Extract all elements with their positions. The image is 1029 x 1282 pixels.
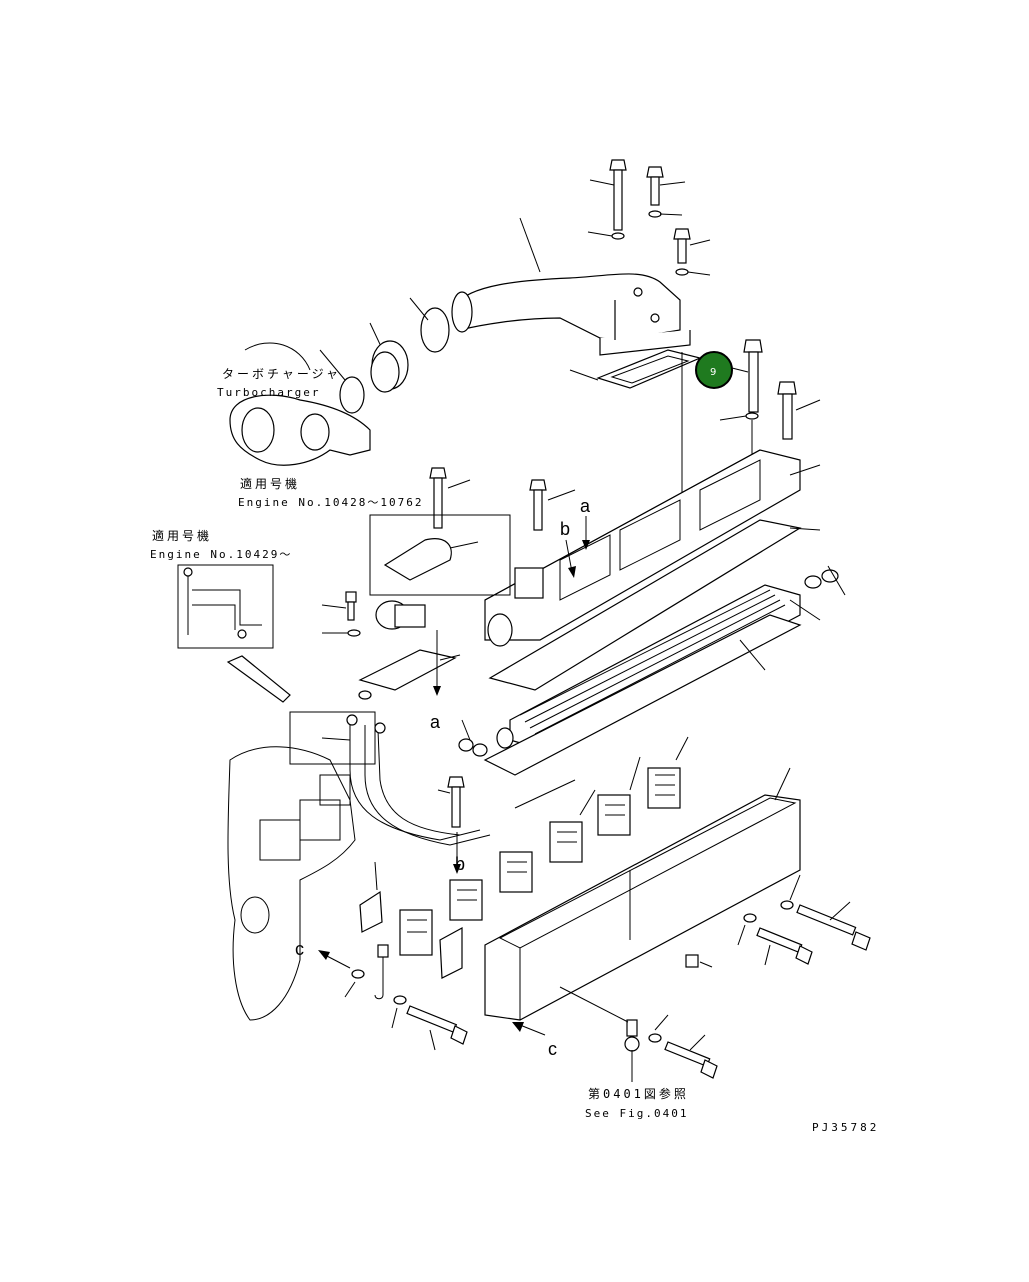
drain-plug bbox=[685, 954, 699, 968]
heater-gasket-1 bbox=[359, 890, 383, 933]
washer-9 bbox=[393, 995, 407, 1005]
bolt-bottom-3 bbox=[664, 1041, 718, 1079]
ref-b-top: b bbox=[560, 519, 570, 539]
o-ring-4 bbox=[472, 743, 488, 757]
variant-box-2 bbox=[177, 564, 274, 649]
intake-pipe bbox=[420, 273, 691, 356]
heater-5 bbox=[449, 879, 483, 921]
washer-10 bbox=[351, 969, 365, 979]
variant-box-1 bbox=[369, 514, 511, 596]
washer-1 bbox=[611, 232, 625, 240]
ref-a-bottom: a bbox=[430, 712, 441, 732]
marker-label: 9 bbox=[710, 367, 716, 378]
washer-3 bbox=[675, 268, 689, 276]
heat-shield bbox=[383, 538, 452, 581]
aftercooler-gasket bbox=[483, 614, 802, 776]
manifold-gasket bbox=[488, 519, 802, 691]
heater-4 bbox=[499, 851, 533, 893]
turbocharger bbox=[229, 342, 371, 466]
turbocharger-label-ja: ターボチャージャ bbox=[222, 367, 341, 381]
washer-8 bbox=[648, 1033, 662, 1043]
bolt-bottom-1 bbox=[796, 904, 871, 951]
o-ring-2 bbox=[821, 569, 839, 583]
long-bolt-2 bbox=[777, 381, 797, 440]
heater-gasket-2 bbox=[439, 926, 463, 979]
washer-5 bbox=[347, 629, 361, 637]
washer-7 bbox=[743, 913, 757, 923]
callout-marker[interactable]: 9 bbox=[695, 351, 733, 389]
ref-c-right: c bbox=[548, 1039, 557, 1059]
bolt-center bbox=[447, 776, 465, 828]
ref-b-bottom: b bbox=[455, 854, 465, 874]
bolt-top-1 bbox=[609, 159, 627, 231]
engine-block bbox=[227, 746, 356, 1021]
arrow-indicator bbox=[226, 655, 291, 703]
clip bbox=[358, 690, 372, 700]
o-ring-3 bbox=[458, 738, 474, 752]
elbow-gasket bbox=[596, 349, 702, 389]
bracket-plate bbox=[358, 649, 457, 691]
drawing-code: PJ35782 bbox=[812, 1121, 879, 1134]
long-bolt-1 bbox=[743, 339, 763, 413]
washer-6 bbox=[780, 900, 794, 910]
heater-6 bbox=[399, 909, 433, 956]
applicability-2-en: Engine No.10429～ bbox=[150, 548, 292, 561]
sensor-lower bbox=[374, 944, 389, 1000]
clamp bbox=[624, 1019, 640, 1052]
see-figure-en: See Fig.0401 bbox=[585, 1107, 688, 1120]
aftercooler-core bbox=[496, 584, 801, 751]
bolt-sensor bbox=[345, 591, 357, 621]
bolt-mid-2 bbox=[529, 479, 547, 531]
ref-c-left: c bbox=[295, 939, 304, 959]
aftercooler-housing bbox=[484, 794, 801, 1021]
see-figure-ja: 第0401図参照 bbox=[588, 1086, 689, 1101]
bolt-top-3 bbox=[673, 228, 691, 264]
hose-coupling bbox=[339, 340, 409, 414]
applicability-1-en: Engine No.10428～10762 bbox=[238, 496, 423, 509]
applicability-2-ja: 適用号機 bbox=[152, 528, 212, 543]
washer-4 bbox=[745, 412, 759, 420]
bolt-top-2 bbox=[646, 166, 664, 206]
washer-2 bbox=[648, 210, 662, 218]
bolt-bottom-4 bbox=[406, 1005, 468, 1045]
bolt-mid-1 bbox=[429, 467, 447, 529]
ref-a-top: a bbox=[580, 496, 591, 516]
heater-3 bbox=[549, 821, 583, 863]
wiring-box bbox=[289, 711, 376, 765]
intake-manifold bbox=[484, 449, 801, 647]
heater-1 bbox=[647, 767, 681, 809]
o-ring-1 bbox=[804, 575, 822, 589]
wire-harness-variant bbox=[183, 567, 262, 639]
applicability-1-ja: 適用号機 bbox=[240, 476, 300, 491]
sensor-assembly bbox=[375, 600, 426, 630]
turbocharger-label-en: Turbocharger bbox=[217, 386, 320, 399]
heater-2 bbox=[597, 794, 631, 836]
bolt-bottom-2 bbox=[756, 927, 813, 965]
